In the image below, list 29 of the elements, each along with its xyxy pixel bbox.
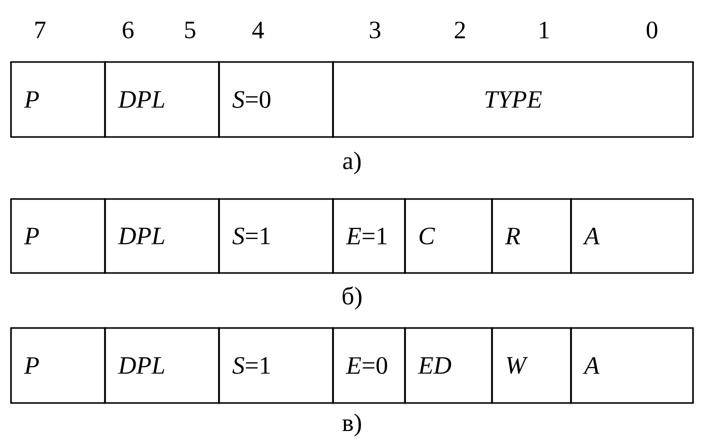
table-cell: DPL xyxy=(104,327,220,404)
bit-number: 7 xyxy=(35,22,46,38)
table-cell: C xyxy=(404,198,493,274)
table-cell: A xyxy=(570,327,694,404)
bit-number: 0 xyxy=(646,22,658,38)
table-cell: P xyxy=(10,61,106,138)
table-cell: E=1 xyxy=(332,198,406,274)
table-cell: W xyxy=(491,327,572,404)
bit-number: 1 xyxy=(540,22,549,38)
table-cell: S=0 xyxy=(218,61,334,138)
table-cell: A xyxy=(570,198,694,274)
bit-number: 5 xyxy=(185,22,196,38)
bit-number: 6 xyxy=(122,22,134,38)
table-cell: E=0 xyxy=(332,327,406,404)
caption-label: в) xyxy=(342,414,361,436)
table-cell: S=1 xyxy=(218,327,334,404)
caption-label: а) xyxy=(343,152,361,174)
table-cell: TYPE xyxy=(332,61,694,138)
table-cell: ED xyxy=(404,327,493,404)
table-cell: P xyxy=(10,198,106,274)
caption-label: б) xyxy=(342,286,362,310)
bit-number: 4 xyxy=(252,22,264,38)
table-cell: DPL xyxy=(104,198,220,274)
table-cell: DPL xyxy=(104,61,220,138)
table-cell: P xyxy=(10,327,106,404)
bit-number: 3 xyxy=(370,22,380,38)
bit-number: 2 xyxy=(454,22,465,38)
table-cell: R xyxy=(491,198,572,274)
table-cell: S=1 xyxy=(218,198,334,274)
